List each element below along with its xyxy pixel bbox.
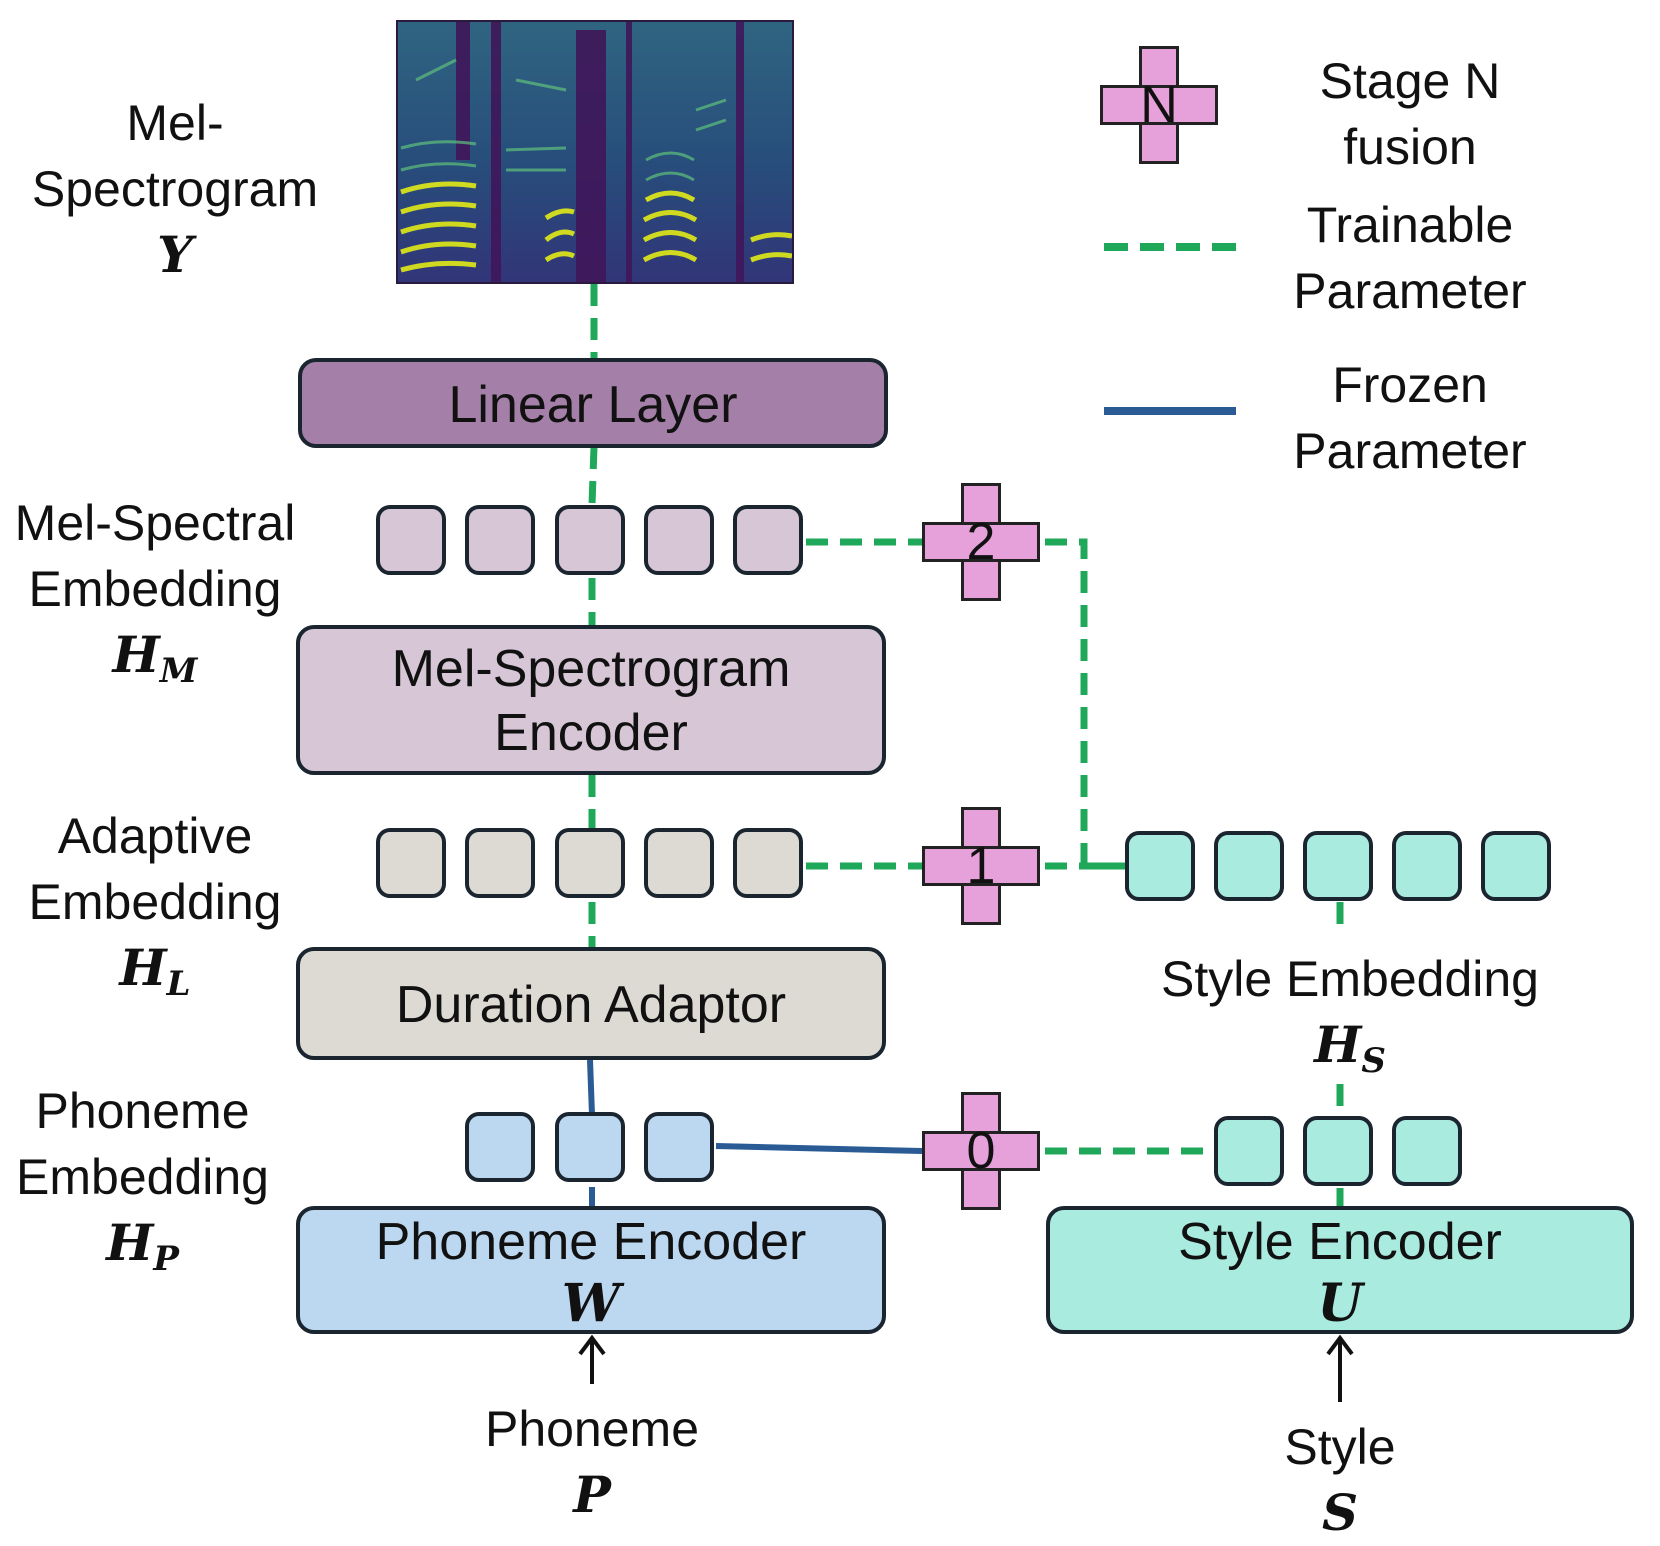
mel-embedding-cell	[376, 505, 446, 575]
style-token-cell	[1303, 1116, 1373, 1186]
style-input-symbol: S	[1321, 1483, 1359, 1542]
style-arrowhead	[1326, 1334, 1354, 1356]
adaptive-embedding-cell	[555, 828, 625, 898]
mel-spectrogram-label: Mel- Spectrogram Y	[10, 90, 340, 288]
mel-spectral-embedding-symbol: HM	[112, 625, 198, 691]
mel-embedding-cell	[555, 505, 625, 575]
mel-spectral-embedding-label: Mel-Spectral Embedding HM	[0, 490, 310, 694]
style-embedding-cell	[1392, 831, 1462, 901]
style-encoder-symbol: U	[1317, 1273, 1363, 1334]
phoneme-embedding-label: Phoneme Embedding HP	[0, 1078, 285, 1282]
linear-layer-box: Linear Layer	[298, 358, 888, 448]
trainable-connections	[588, 284, 1344, 1210]
legend-trainable-line	[1104, 243, 1236, 251]
style-embedding-cell	[1303, 831, 1373, 901]
style-embedding-cell	[1481, 831, 1551, 901]
fusion-node-stage-2: 2	[922, 483, 1040, 601]
fusion-node-stage-0: 0	[922, 1092, 1040, 1210]
style-embedding-cell	[1214, 831, 1284, 901]
phoneme-embedding-cell	[465, 1112, 535, 1182]
legend-trainable-label: Trainable Parameter	[1293, 197, 1527, 319]
mel-embedding-cell	[733, 505, 803, 575]
frozen-connections	[587, 1059, 923, 1210]
mel-encoder-label-line2: Encoder	[494, 704, 688, 762]
mel-encoder-label-line1: Mel-Spectrogram	[391, 640, 791, 698]
linear-to-melembed-line	[588, 446, 598, 506]
style-embedding-symbol: HS	[1314, 1015, 1386, 1081]
fusion-stage-number: 0	[966, 1122, 996, 1180]
phoneme-embed-to-fusion0-line	[715, 1143, 923, 1154]
phoneme-input-symbol: P	[573, 1465, 611, 1524]
phoneme-arrowhead	[578, 1334, 606, 1356]
adaptive-embedding-symbol: HL	[119, 938, 191, 1004]
phoneme-embedding-cell	[644, 1112, 714, 1182]
adaptive-embedding-label: Adaptive Embedding HL	[0, 803, 310, 1007]
fusion-stage-number: 1	[966, 837, 996, 895]
phoneme-input-label: Phoneme P	[442, 1396, 742, 1528]
mel-spectrogram-encoder-box: Mel-Spectrogram Encoder	[296, 625, 886, 775]
linear-layer-label: Linear Layer	[448, 376, 738, 434]
input-arrows	[578, 1334, 1354, 1402]
fusion-node-stage-1: 1	[922, 807, 1040, 925]
style-input-label: Style S	[1190, 1414, 1490, 1546]
style-encoder-label: Style Encoder	[1178, 1213, 1502, 1271]
mel-embedding-cell	[644, 505, 714, 575]
style-token-cell	[1214, 1116, 1284, 1186]
phoneme-encoder-box: Phoneme Encoder W	[296, 1206, 886, 1334]
adaptive-embedding-cell	[644, 828, 714, 898]
phoneme-embedding-cell	[555, 1112, 625, 1182]
phoneme-embedding-symbol: HP	[106, 1213, 179, 1279]
duration-adaptor-label: Duration Adaptor	[395, 976, 787, 1034]
mel-spectrogram-symbol: Y	[157, 225, 193, 284]
style-encoder-box: Style Encoder U	[1046, 1206, 1634, 1334]
style-token-cell	[1392, 1116, 1462, 1186]
legend-fusion-icon: N	[1100, 46, 1218, 164]
fusion-stage-number: 2	[966, 513, 996, 571]
legend-frozen-label: Frozen Parameter	[1293, 357, 1527, 479]
phoneme-encoder-label: Phoneme Encoder	[375, 1213, 807, 1271]
mel-embedding-cell	[465, 505, 535, 575]
adaptive-embedding-cell	[733, 828, 803, 898]
style-embedding-cell	[1125, 831, 1195, 901]
legend-fusion-symbol: N	[1140, 76, 1178, 134]
fusion2-to-style-line	[1045, 538, 1125, 870]
phoneme-encoder-symbol: W	[561, 1273, 621, 1334]
duration-to-phoneme-embed-line	[587, 1059, 595, 1116]
style-embedding-label: Style Embedding HS	[1130, 946, 1570, 1084]
adaptive-embedding-cell	[376, 828, 446, 898]
duration-adaptor-box: Duration Adaptor	[296, 947, 886, 1060]
adaptive-embedding-cell	[465, 828, 535, 898]
legend-frozen-line	[1104, 407, 1236, 415]
mel-spectrogram-image	[396, 20, 794, 284]
legend-fusion-label: Stage N fusion	[1319, 53, 1501, 175]
